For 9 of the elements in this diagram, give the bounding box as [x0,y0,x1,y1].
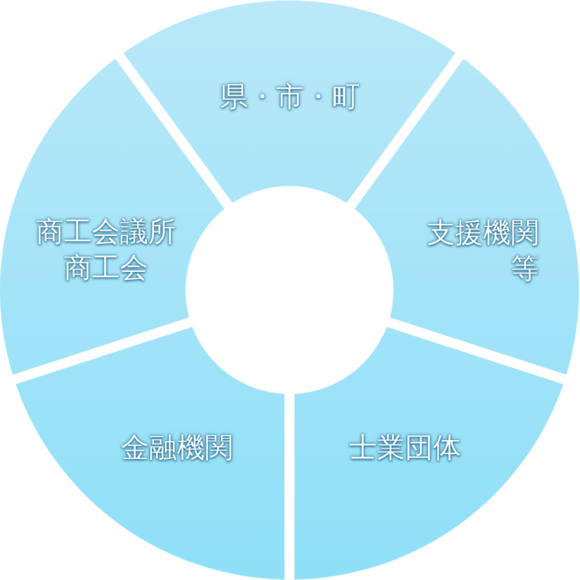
segment-label: 金融機関 [121,430,233,466]
segment-label: 商工会議所 [36,214,176,250]
donut-segment [15,326,285,580]
segment-label: 士業団体 [349,430,461,466]
donut-segment [294,326,564,580]
segment-label: 県・市・町 [220,79,360,115]
segment-label: 商工会 [64,250,148,286]
donut-segment [123,0,456,204]
segment-label: 支援機関等 [426,215,539,287]
